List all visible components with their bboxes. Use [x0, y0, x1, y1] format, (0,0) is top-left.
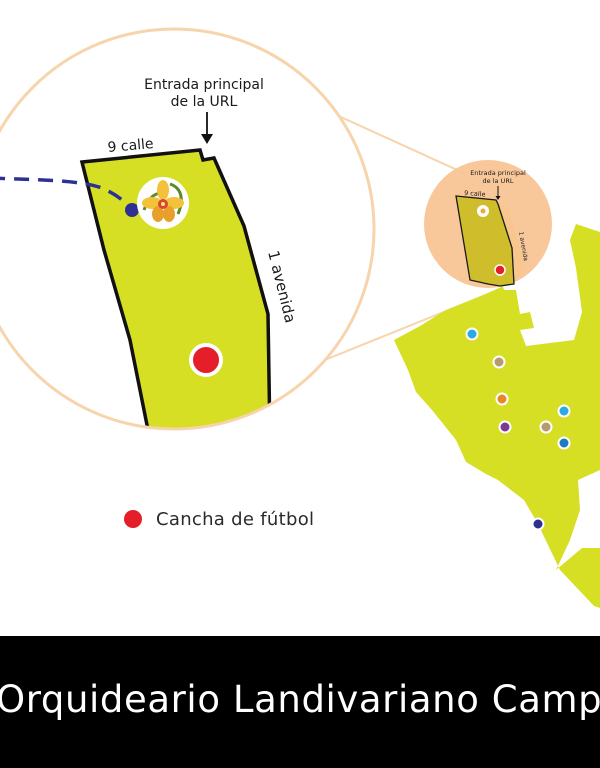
point-tan-1: [492, 355, 506, 369]
small-entrance-label-2: de la URL: [483, 177, 514, 185]
point-navy: [531, 517, 545, 531]
legend: Cancha de fútbol: [124, 506, 314, 532]
zoom-detail: [0, 29, 374, 429]
walking-path: [0, 176, 134, 212]
entrance-label-line-1: Entrada principal: [144, 77, 264, 93]
small-entrance-label-1: Entrada principal: [470, 169, 526, 177]
point-cyan-2: [557, 404, 571, 418]
zoom-ring: [0, 27, 376, 431]
point-purple: [498, 420, 512, 434]
point-orange: [495, 392, 509, 406]
legend-label: Cancha de fútbol: [156, 508, 315, 530]
point-tan-2: [539, 420, 553, 434]
entrance-label-line-2: de la URL: [171, 94, 238, 110]
point-cyan-1: [465, 327, 479, 341]
campus-points: [465, 327, 571, 531]
football-field-marker: [189, 343, 223, 377]
path-end-dot: [125, 203, 139, 217]
small-street-label: 9 calle: [464, 189, 486, 198]
small-football-marker: [494, 264, 506, 276]
point-blue: [557, 436, 571, 450]
footer-title: Orquideario Landivariano Campus: [0, 678, 600, 721]
legend-football-dot: [124, 510, 142, 528]
zoomed-plot: [79, 148, 272, 429]
street-label: 9 calle: [107, 136, 154, 156]
small-plot: [455, 195, 515, 287]
arrow-down-icon: [201, 112, 213, 144]
campus-map: Entrada principal de la URL 9 calle 1 av…: [0, 27, 600, 608]
orchid-icon: [137, 177, 189, 229]
footer-band: Orquideario Landivariano Campus: [0, 636, 600, 768]
